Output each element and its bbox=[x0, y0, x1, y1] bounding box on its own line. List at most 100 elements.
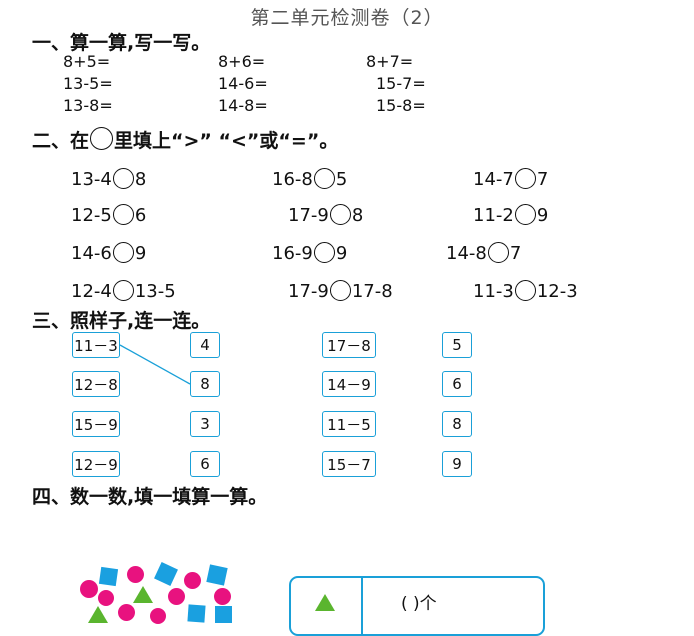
triangle-icon bbox=[315, 594, 335, 611]
compare-item: 11-2 9 bbox=[473, 204, 548, 226]
arith-item: 13-5= bbox=[63, 74, 113, 93]
connect-line bbox=[119, 344, 191, 385]
number-box[interactable]: 8 bbox=[442, 411, 472, 437]
number-box[interactable]: 4 bbox=[190, 332, 220, 358]
arith-item: 15-7= bbox=[376, 74, 426, 93]
arith-item: 15-8= bbox=[376, 96, 426, 115]
compare-right: 12-3 bbox=[536, 281, 578, 302]
answer-circle[interactable] bbox=[514, 168, 536, 189]
compare-right: 9 bbox=[134, 243, 147, 264]
square-shape bbox=[206, 564, 228, 586]
compare-item: 17-9 8 bbox=[288, 204, 363, 226]
expression-box[interactable]: 14－9 bbox=[322, 371, 376, 397]
compare-left: 12-4 bbox=[71, 281, 112, 302]
circle-shape bbox=[150, 608, 166, 624]
compare-item: 12-4 13-5 bbox=[71, 280, 176, 302]
compare-item: 12-5 6 bbox=[71, 204, 146, 226]
compare-item: 14-7 7 bbox=[473, 168, 548, 190]
blank-circle-icon bbox=[90, 127, 114, 150]
expression-box[interactable]: 15－9 bbox=[72, 411, 120, 437]
table-divider bbox=[361, 578, 363, 634]
arith-item: 14-6= bbox=[218, 74, 268, 93]
arith-item: 8+6= bbox=[218, 52, 266, 71]
compare-item: 11-3 12-3 bbox=[473, 280, 578, 302]
compare-right: 7 bbox=[509, 243, 522, 264]
section-2-heading-b: 里填上“>” “<”或“=”。 bbox=[114, 130, 339, 152]
compare-right: 13-5 bbox=[134, 281, 176, 302]
compare-left: 11-3 bbox=[473, 281, 514, 302]
compare-right: 9 bbox=[335, 243, 348, 264]
compare-left: 17-9 bbox=[288, 205, 329, 226]
compare-right: 5 bbox=[335, 169, 348, 190]
circle-shape bbox=[127, 566, 144, 583]
compare-left: 14-6 bbox=[71, 243, 112, 264]
count-blank[interactable]: ( )个 bbox=[401, 594, 437, 614]
arith-item: 8+5= bbox=[63, 52, 111, 71]
triangle-shape bbox=[133, 586, 153, 603]
compare-item: 16-9 9 bbox=[272, 242, 347, 264]
square-shape bbox=[98, 566, 119, 587]
expression-box[interactable]: 12－8 bbox=[72, 371, 120, 397]
answer-circle[interactable] bbox=[487, 242, 509, 263]
number-box[interactable]: 9 bbox=[442, 451, 472, 477]
count-table: ( )个 bbox=[289, 576, 545, 636]
answer-circle[interactable] bbox=[514, 280, 536, 301]
answer-circle[interactable] bbox=[313, 168, 335, 189]
expression-box[interactable]: 17－8 bbox=[322, 332, 376, 358]
compare-left: 11-2 bbox=[473, 205, 514, 226]
expression-box[interactable]: 11－5 bbox=[322, 411, 376, 437]
compare-right: 7 bbox=[536, 169, 549, 190]
compare-item: 14-8 7 bbox=[446, 242, 521, 264]
compare-right: 8 bbox=[351, 205, 364, 226]
section-2-heading-a: 二、在 bbox=[32, 130, 90, 152]
circle-shape bbox=[80, 580, 98, 598]
expression-box[interactable]: 11－3 bbox=[72, 332, 120, 358]
circle-shape bbox=[168, 588, 185, 605]
triangle-shape bbox=[88, 606, 108, 623]
answer-circle[interactable] bbox=[112, 242, 134, 263]
compare-left: 13-4 bbox=[71, 169, 112, 190]
answer-circle[interactable] bbox=[313, 242, 335, 263]
answer-circle[interactable] bbox=[112, 168, 134, 189]
compare-item: 14-6 9 bbox=[71, 242, 146, 264]
circle-shape bbox=[98, 590, 114, 606]
answer-circle[interactable] bbox=[112, 204, 134, 225]
compare-left: 14-7 bbox=[473, 169, 514, 190]
answer-circle[interactable] bbox=[329, 204, 351, 225]
compare-left: 14-8 bbox=[446, 243, 487, 264]
section-4-heading: 四、数一数,填一填算一算。 bbox=[32, 486, 268, 508]
number-box[interactable]: 5 bbox=[442, 332, 472, 358]
compare-right: 6 bbox=[134, 205, 147, 226]
compare-left: 12-5 bbox=[71, 205, 112, 226]
circle-shape bbox=[118, 604, 135, 621]
compare-right: 8 bbox=[134, 169, 147, 190]
compare-right: 17-8 bbox=[351, 281, 393, 302]
answer-circle[interactable] bbox=[514, 204, 536, 225]
compare-item: 16-8 5 bbox=[272, 168, 347, 190]
compare-item: 13-4 8 bbox=[71, 168, 146, 190]
compare-right: 9 bbox=[536, 205, 549, 226]
square-shape bbox=[187, 604, 206, 623]
answer-circle[interactable] bbox=[329, 280, 351, 301]
circle-shape bbox=[184, 572, 201, 589]
compare-left: 16-9 bbox=[272, 243, 313, 264]
compare-left: 17-9 bbox=[288, 281, 329, 302]
number-box[interactable]: 8 bbox=[190, 371, 220, 397]
number-box[interactable]: 6 bbox=[190, 451, 220, 477]
number-box[interactable]: 6 bbox=[442, 371, 472, 397]
arith-item: 13-8= bbox=[63, 96, 113, 115]
section-3-heading: 三、照样子,连一连。 bbox=[32, 310, 211, 332]
number-box[interactable]: 3 bbox=[190, 411, 220, 437]
arith-item: 8+7= bbox=[366, 52, 414, 71]
section-1-heading: 一、算一算,写一写。 bbox=[32, 32, 211, 54]
expression-box[interactable]: 15－7 bbox=[322, 451, 376, 477]
square-shape bbox=[215, 606, 232, 623]
answer-circle[interactable] bbox=[112, 280, 134, 301]
expression-box[interactable]: 12－9 bbox=[72, 451, 120, 477]
compare-left: 16-8 bbox=[272, 169, 313, 190]
section-2-heading: 二、在 里填上“>” “<”或“=”。 bbox=[32, 126, 338, 153]
circle-shape bbox=[214, 588, 231, 605]
compare-item: 17-9 17-8 bbox=[288, 280, 393, 302]
page-title: 第二单元检测卷（2） bbox=[250, 7, 444, 29]
arith-item: 14-8= bbox=[218, 96, 268, 115]
